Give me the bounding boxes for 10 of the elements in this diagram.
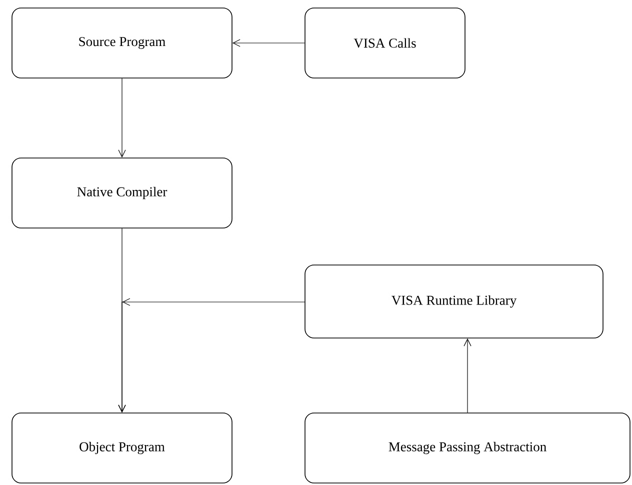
process-box: Object Program	[12, 412, 232, 484]
process-box: Native Compiler	[12, 158, 232, 228]
process-box: Source Program	[12, 8, 232, 78]
process-box: VISA Runtime Library	[304, 264, 604, 338]
arrow	[464, 338, 472, 413]
process-box: VISA Calls	[304, 8, 466, 78]
process-box: Message Passing Abstraction	[304, 412, 630, 484]
arrow	[232, 39, 305, 47]
arrow	[118, 298, 306, 413]
arrow	[118, 78, 126, 158]
